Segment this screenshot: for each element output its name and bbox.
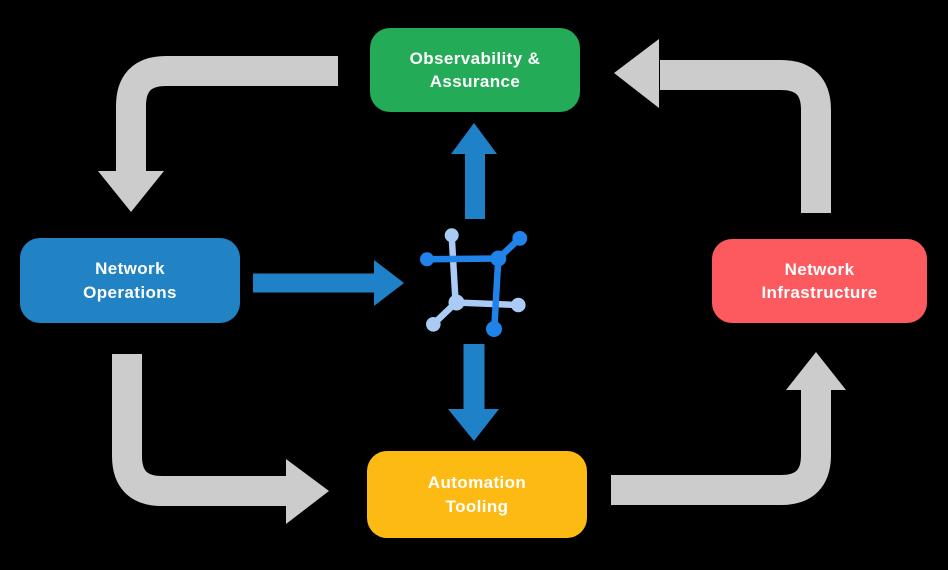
icon-line-top — [423, 255, 502, 263]
arrow-shaft — [660, 60, 831, 213]
icon-node-right — [511, 297, 526, 313]
arrow-head — [286, 459, 329, 524]
node-automation-tooling: Automation Tooling — [367, 451, 587, 538]
icon-line-right — [491, 255, 502, 332]
cycle-arrow-operations-to-automation — [112, 354, 329, 524]
node-label: Observability & Assurance — [409, 48, 541, 91]
flow-arrow-center-to-observability — [451, 123, 497, 219]
arrow-head — [451, 123, 497, 154]
arrow-head — [786, 352, 846, 390]
arrow-head — [614, 39, 659, 108]
arrow-head — [374, 260, 404, 306]
arrow-head — [98, 171, 164, 212]
icon-node-top — [444, 228, 459, 243]
arrow-head — [448, 409, 499, 441]
icon-node-corner-tr — [490, 250, 507, 267]
icon-node-left — [420, 252, 434, 267]
icon-line-bottom — [452, 299, 522, 309]
cycle-arrow-observability-to-operations — [98, 56, 338, 212]
icon-node-bottom — [486, 321, 502, 337]
network-fabric-icon — [420, 228, 528, 337]
flow-arrow-operations-to-center — [253, 260, 404, 306]
arrow-shaft — [112, 354, 288, 506]
node-label: Network Infrastructure — [761, 259, 878, 302]
icon-line-left — [448, 232, 459, 305]
cycle-arrow-automation-to-infrastructure — [611, 352, 846, 505]
node-label: Automation Tooling — [427, 473, 527, 516]
flow-arrow-center-to-automation — [448, 344, 499, 441]
node-observability-assurance: Observability & Assurance — [370, 28, 580, 112]
icon-node-top-right — [512, 231, 528, 246]
cycle-arrow-infrastructure-to-observability — [614, 39, 831, 213]
icon-node-bottom-left — [426, 317, 441, 332]
node-label: Network Operations — [83, 259, 177, 302]
node-network-operations: Network Operations — [20, 238, 240, 323]
icon-node-corner-bl — [448, 294, 465, 311]
node-network-infrastructure: Network Infrastructure — [712, 239, 927, 323]
arrow-shaft — [116, 56, 338, 173]
arrow-shaft — [611, 389, 831, 505]
